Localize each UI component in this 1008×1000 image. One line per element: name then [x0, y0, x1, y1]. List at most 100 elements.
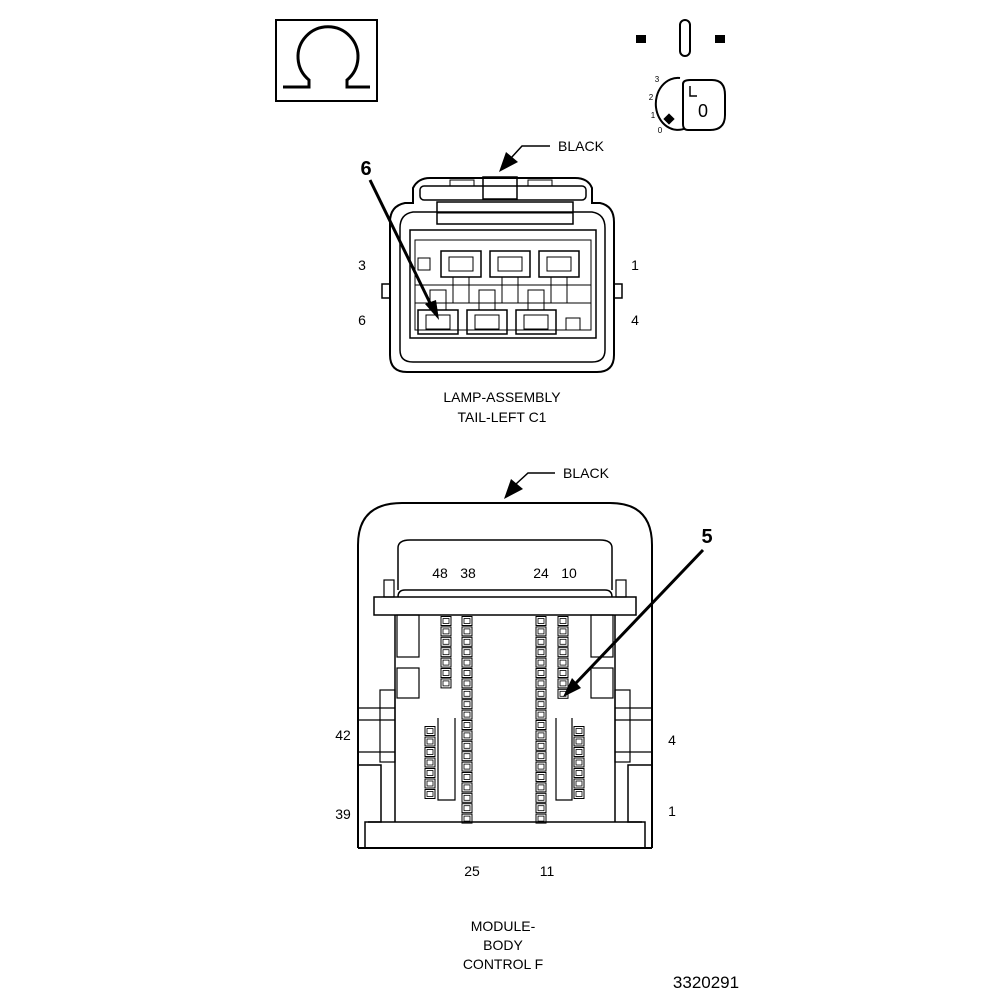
f-terminal-cavity [424, 747, 436, 757]
f-terminal-cavity [461, 761, 473, 772]
f-terminal-cavity [535, 740, 547, 751]
f-terminal-cavity [461, 740, 473, 751]
f-terminal-cavity [535, 626, 547, 637]
f-terminal-cavity [440, 668, 452, 678]
key-face-label: 0 [698, 101, 708, 121]
c1-pin-label-1: 1 [631, 257, 639, 273]
f-terminal-cavity [461, 626, 473, 637]
f-terminal-cavity [461, 709, 473, 720]
f-terminal-cavity [440, 636, 452, 647]
f-pin-label-4: 4 [668, 732, 676, 748]
c1-pin-label-3: 3 [358, 257, 366, 273]
f-terminal-cavity [535, 699, 547, 710]
f-terminal-cavity [461, 803, 473, 814]
f-terminal-cavity [424, 778, 436, 789]
f-color-arrow [504, 479, 523, 499]
f-terminal-cavity [573, 778, 585, 789]
f-terminal-cavity [461, 688, 473, 699]
f-terminal-cavity [535, 688, 547, 699]
f-terminal-cavity [461, 782, 473, 793]
f-terminal-cavity [535, 792, 547, 803]
key-position-1: 1 [651, 111, 656, 120]
f-terminal-cavity [461, 647, 473, 658]
key-position-3: 3 [655, 75, 660, 84]
f-terminal-cavity [440, 678, 452, 689]
key-position-0: 0 [658, 126, 663, 135]
c1-terminal-1 [538, 250, 580, 304]
f-terminal-cavity [461, 668, 473, 678]
connector-f: BLACK 5 48 [335, 465, 712, 972]
f-terminal-cavity [535, 657, 547, 668]
c1-name-line2: TAIL-LEFT C1 [458, 409, 547, 425]
f-terminal-cavity [440, 616, 452, 626]
c1-terminal-6 [417, 289, 459, 335]
f-pin-label-48: 48 [432, 565, 448, 581]
f-callout-number: 5 [701, 526, 712, 548]
c1-callout-number: 6 [360, 158, 371, 180]
f-name-line3: CONTROL F [463, 956, 543, 972]
f-terminal-cavity [557, 678, 569, 689]
ignition-key-icon: 0 3 2 1 0 [636, 19, 726, 135]
f-terminal-cavity [461, 678, 473, 689]
f-terminal-cavity [440, 647, 452, 658]
c1-pin-label-6: 6 [358, 312, 366, 328]
f-terminal-cavity [424, 757, 436, 768]
f-terminal-cavity [535, 782, 547, 793]
f-terminal-cavity [440, 657, 452, 668]
omega-icon [275, 19, 378, 102]
f-name-line1: MODULE- [471, 918, 536, 934]
c1-terminal-2 [489, 250, 531, 304]
f-terminal-cavity [440, 626, 452, 637]
f-terminal-cavity [557, 647, 569, 658]
f-terminal-cavity [535, 761, 547, 772]
f-terminal-cavity [557, 668, 569, 678]
f-terminal-cavity [573, 736, 585, 747]
c1-terminal-5 [466, 289, 508, 335]
f-terminal-cavity [557, 616, 569, 626]
f-callout-leader [574, 548, 705, 685]
f-pin-label-10: 10 [561, 565, 577, 581]
connector-c1: BLACK [358, 138, 639, 425]
f-terminal-cavity [535, 813, 547, 824]
c1-terminal-3 [440, 250, 482, 304]
f-terminal-cavity [461, 699, 473, 710]
f-terminal-cavity [573, 757, 585, 768]
f-color-leader-line [515, 472, 555, 485]
f-terminal-cavity [424, 736, 436, 747]
f-name-line2: BODY [483, 937, 523, 953]
c1-name-line1: LAMP-ASSEMBLY [443, 389, 561, 405]
f-pin-label-42: 42 [335, 727, 351, 743]
f-terminal-cavity [424, 768, 436, 778]
c1-color-arrow [499, 152, 518, 172]
f-terminal-cavity [535, 709, 547, 720]
f-terminal-cavity [461, 751, 473, 762]
f-pin-label-39: 39 [335, 806, 351, 822]
c1-color-label: BLACK [558, 138, 605, 154]
f-terminal-cavity [461, 730, 473, 741]
f-terminal-cavity [573, 789, 585, 799]
f-terminal-cavity [461, 792, 473, 803]
f-terminal-cavity [573, 726, 585, 736]
f-terminal-cavity [535, 751, 547, 762]
f-terminal-cavity [461, 616, 473, 626]
c1-callout-leader [368, 179, 433, 306]
c1-terminal-4 [515, 289, 557, 335]
f-terminal-cavity [573, 768, 585, 778]
f-terminal-cavity [424, 789, 436, 799]
f-terminal-cavities [424, 616, 585, 824]
f-terminal-cavity [557, 657, 569, 668]
f-terminal-cavity [461, 813, 473, 824]
f-terminal-cavity [535, 772, 547, 782]
f-callout-arrow [563, 678, 581, 697]
c1-color-leader-line [510, 145, 550, 159]
c1-callout-arrow [425, 300, 439, 320]
f-terminal-cavity [461, 720, 473, 730]
c1-pin-label-4: 4 [631, 312, 639, 328]
f-terminal-cavity [557, 636, 569, 647]
f-terminal-cavity [535, 803, 547, 814]
f-terminal-cavity [461, 657, 473, 668]
f-terminal-cavity [535, 720, 547, 730]
f-terminal-cavity [535, 647, 547, 658]
f-terminal-cavity [535, 678, 547, 689]
